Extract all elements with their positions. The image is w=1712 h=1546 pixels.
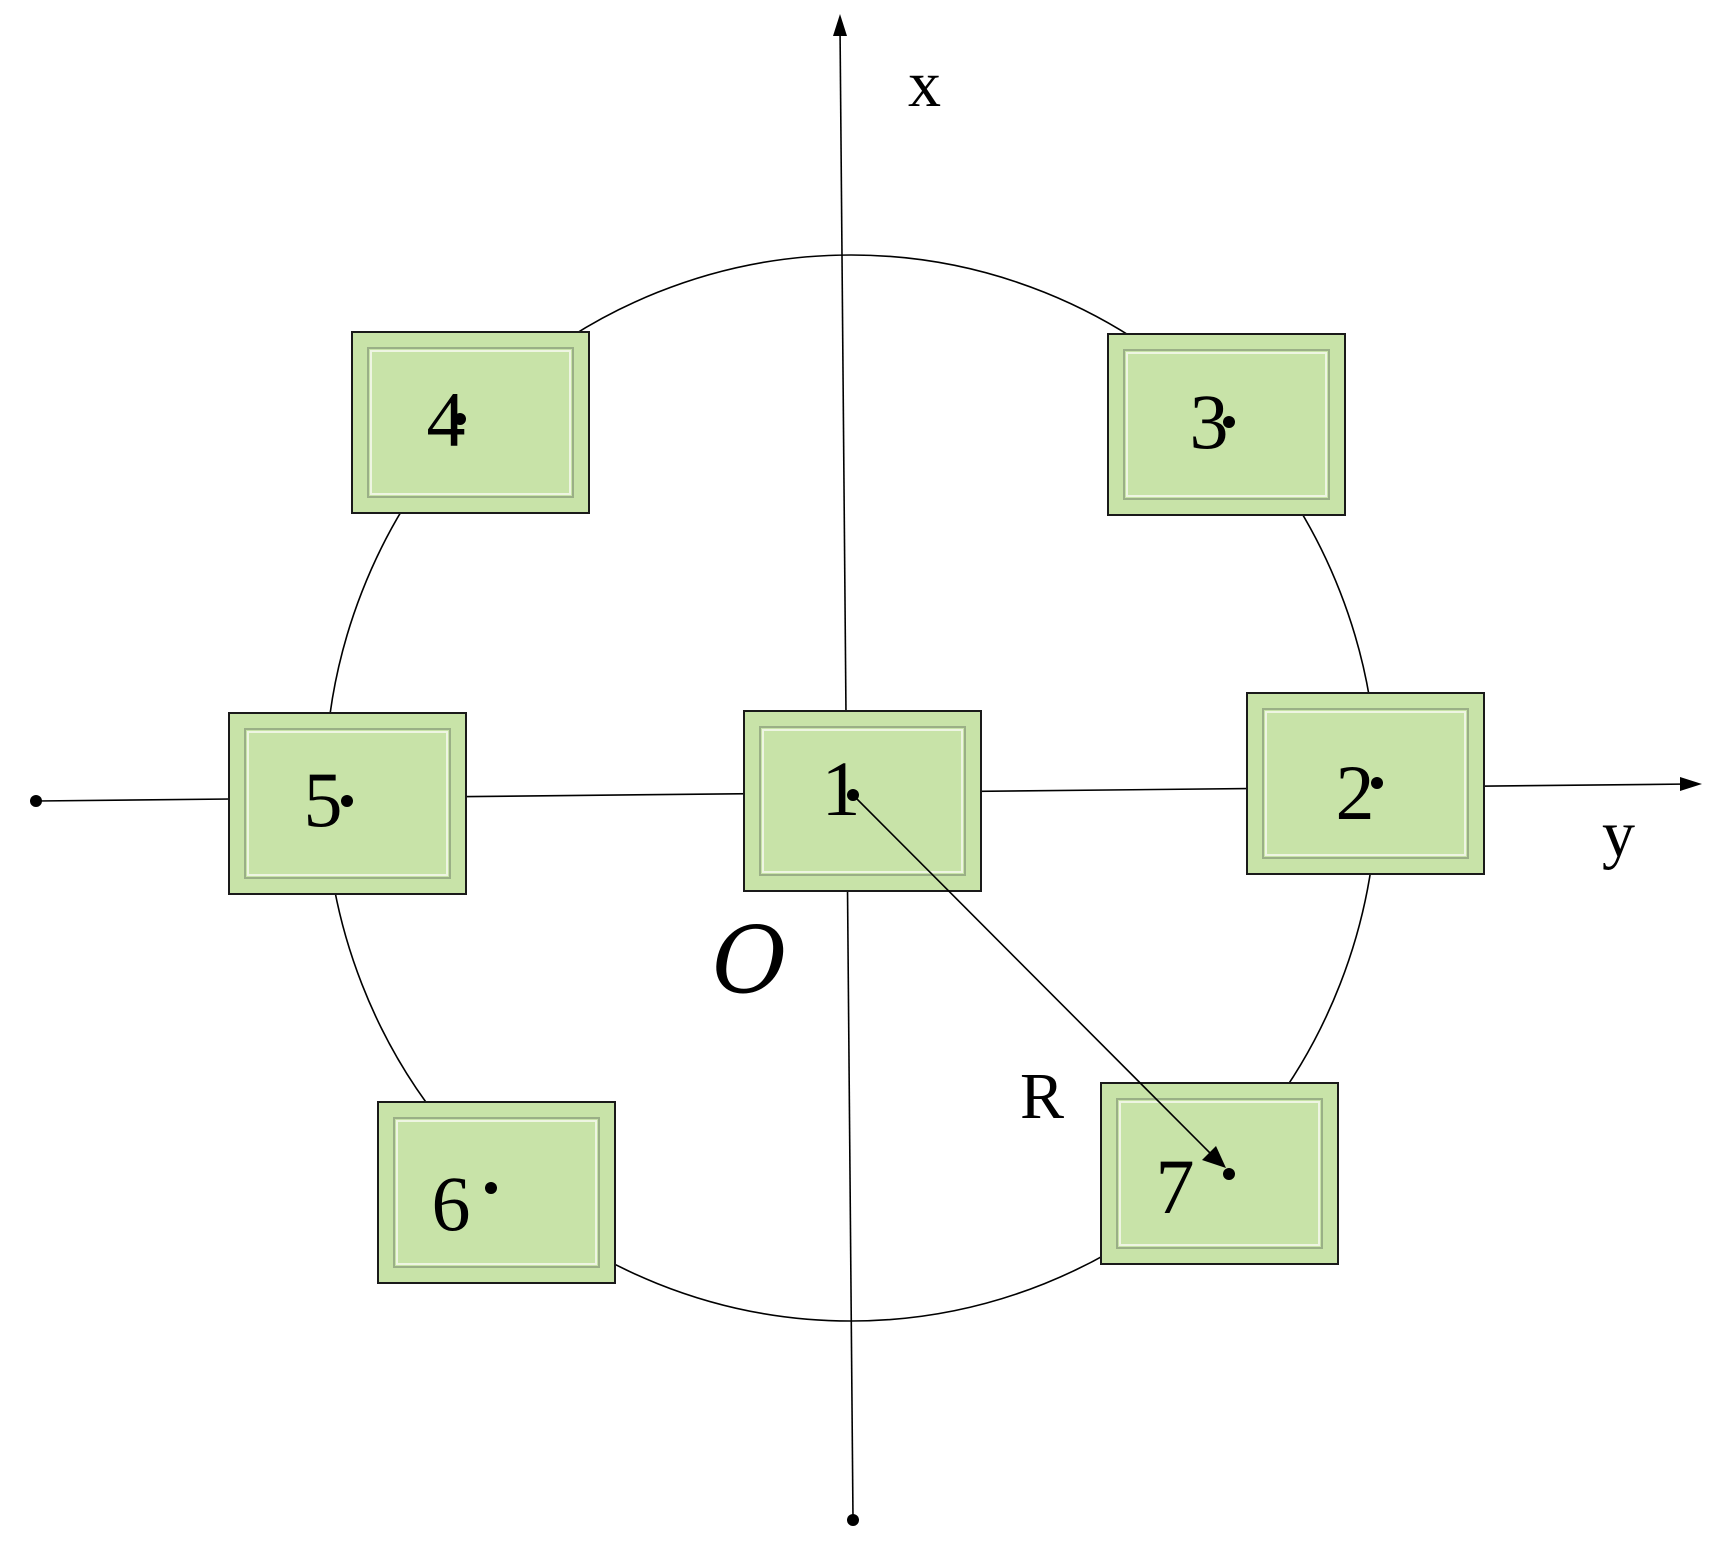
panel-4-inner-bevel: [367, 347, 574, 498]
panel-5-highlight: [247, 731, 448, 876]
panel-2-highlight: [1265, 711, 1466, 856]
panel-1-label: 1: [822, 745, 861, 832]
x-axis-arrowhead: [833, 14, 847, 36]
panel-7-inner-bevel: [1116, 1098, 1323, 1249]
panel-5-center-dot: [341, 795, 353, 807]
panel-6-inner-bevel: [393, 1117, 600, 1268]
panel-3: 3: [1107, 333, 1346, 516]
origin-label: O: [712, 907, 787, 1014]
y-axis-arrowhead: [1680, 777, 1702, 791]
panel-7-label: 7: [1156, 1143, 1195, 1230]
panel-7-center-dot: [1223, 1168, 1235, 1180]
panel-7: 7: [1100, 1082, 1339, 1265]
panel-3-label: 3: [1190, 378, 1229, 465]
panel-2-inner-bevel: [1262, 708, 1469, 859]
panel-4-center-dot: [454, 413, 466, 425]
x-axis-end-dot: [847, 1514, 859, 1526]
panel-4-frame: [351, 331, 590, 514]
panel-group: 1 2 3 4 5: [228, 331, 1485, 1284]
panel-5: 5: [228, 712, 467, 895]
panel-6: 6: [377, 1101, 616, 1284]
panel-4: 4: [351, 331, 590, 514]
panel-7-highlight: [1119, 1101, 1320, 1246]
panel-2: 2: [1246, 692, 1485, 875]
panel-6-label: 6: [432, 1160, 471, 1247]
panel-1-frame: [743, 710, 982, 892]
panel-1-highlight: [762, 729, 963, 873]
panel-5-inner-bevel: [244, 728, 451, 879]
radius-label: R: [1020, 1060, 1064, 1133]
radius-arrow-line: [852, 794, 1213, 1156]
y-axis-label: y: [1602, 798, 1635, 871]
panel-3-highlight: [1126, 352, 1327, 497]
x-axis-label: x: [908, 48, 941, 121]
panel-1-inner-bevel: [759, 726, 966, 876]
panel-3-inner-bevel: [1123, 349, 1330, 500]
radius-arrowhead: [1202, 1146, 1226, 1168]
y-axis-end-dot: [30, 795, 42, 807]
panel-2-center-dot: [1371, 777, 1383, 789]
panel-6-highlight: [396, 1120, 597, 1265]
panel-7-frame: [1100, 1082, 1339, 1265]
panel-6-frame: [377, 1101, 616, 1284]
panel-4-highlight: [370, 350, 571, 495]
panel-5-label: 5: [304, 756, 343, 843]
panel-6-center-dot: [485, 1182, 497, 1194]
panel-2-frame: [1246, 692, 1485, 875]
panel-3-center-dot: [1223, 416, 1235, 428]
panel-2-label: 2: [1336, 749, 1375, 836]
panel-1: 1: [743, 710, 982, 892]
